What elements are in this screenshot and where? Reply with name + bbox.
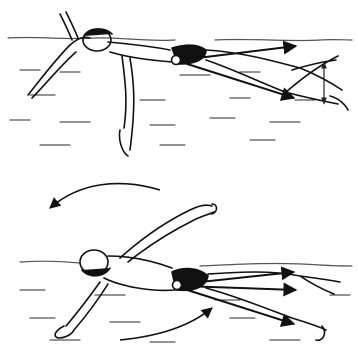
rotation-arrow-lower: [120, 308, 212, 340]
rotation-arrow-upper: [50, 184, 160, 208]
swimmer-bottom: [55, 204, 340, 340]
force-arrow-top-lower: [181, 62, 294, 98]
top-panel: [8, 12, 352, 156]
hip-marker-top: [172, 56, 181, 65]
swimmer-top: [28, 12, 348, 156]
hip-marker-bottom: [173, 281, 182, 290]
bottom-panel: [20, 184, 352, 342]
